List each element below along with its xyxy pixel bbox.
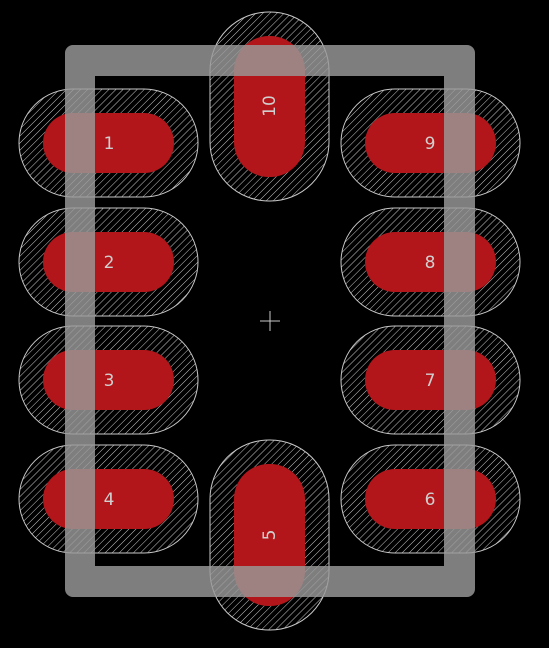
pad-6[interactable]: 6 bbox=[340, 444, 521, 554]
pad-3-label: 3 bbox=[104, 371, 115, 391]
crosshair-icon bbox=[260, 311, 280, 331]
pad-7-label: 7 bbox=[425, 371, 436, 391]
pad-1[interactable]: 1 bbox=[18, 88, 199, 198]
pad-8[interactable]: 8 bbox=[340, 207, 521, 317]
pad-4-label: 4 bbox=[104, 490, 115, 510]
pad-1-label: 1 bbox=[104, 134, 115, 154]
pad-7[interactable]: 7 bbox=[340, 325, 521, 435]
pad-5[interactable]: 5 bbox=[209, 439, 330, 631]
pad-8-label: 8 bbox=[425, 253, 436, 273]
pad-3[interactable]: 3 bbox=[18, 325, 199, 435]
pad-9-label: 9 bbox=[425, 134, 436, 154]
pad-9[interactable]: 9 bbox=[340, 88, 521, 198]
pad-5-label: 5 bbox=[260, 530, 280, 541]
pad-6-label: 6 bbox=[425, 490, 436, 510]
pad-10-label: 10 bbox=[260, 95, 280, 117]
pad-4[interactable]: 4 bbox=[18, 444, 199, 554]
pad-2[interactable]: 2 bbox=[18, 207, 199, 317]
pad-2-label: 2 bbox=[104, 253, 115, 273]
pad-10[interactable]: 10 bbox=[209, 11, 330, 202]
